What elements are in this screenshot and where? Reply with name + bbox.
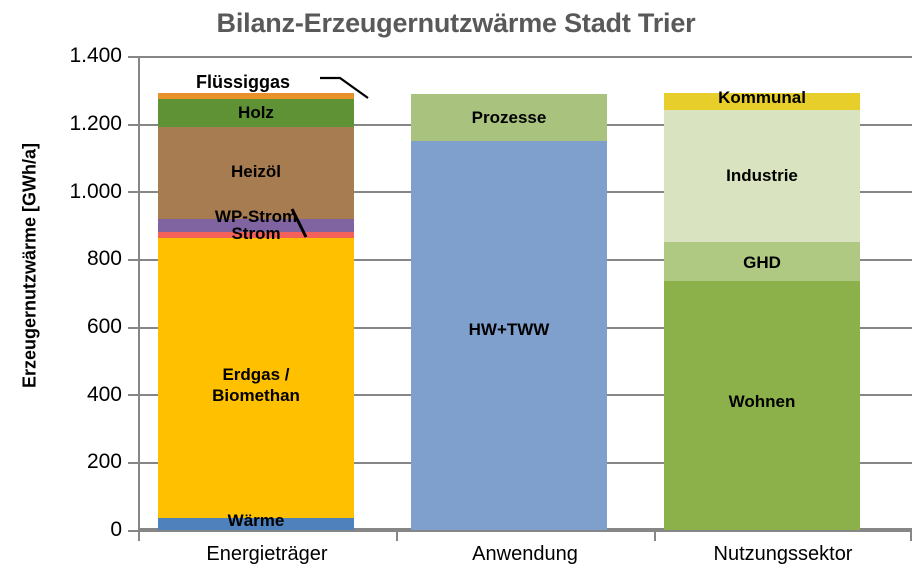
x-axis-tick-start	[138, 530, 140, 541]
segment-holz[interactable]	[158, 99, 354, 127]
y-axis-label-800: 800	[86, 247, 122, 270]
chart-title: Bilanz-Erzeugernutzwärme Stadt Trier	[216, 8, 696, 38]
y-axis-line	[138, 56, 140, 532]
segment-fluessiggas[interactable]	[158, 93, 354, 99]
gridline-1400	[138, 56, 912, 58]
x-axis-tick-end	[910, 530, 912, 541]
y-tick-1200	[128, 124, 140, 126]
segment-industrie[interactable]	[664, 110, 860, 242]
x-axis-label-nutzungssektor: Nutzungssektor	[713, 543, 853, 565]
plot-area: Wärme Erdgas / Biomethan Strom WP-Strom …	[138, 56, 912, 530]
y-tick-0	[128, 530, 140, 532]
x-axis-label-energietraeger: Energieträger	[206, 543, 328, 565]
segment-wp-strom[interactable]	[158, 219, 354, 232]
y-tick-200	[128, 462, 140, 464]
y-axis-label-1200: 1.200	[69, 112, 122, 135]
segment-strom[interactable]	[158, 232, 354, 238]
segment-ghd[interactable]	[664, 242, 860, 281]
y-tick-600	[128, 327, 140, 329]
x-axis-line	[138, 530, 912, 532]
y-tick-1000	[128, 191, 140, 193]
y-axis-label-200: 200	[86, 450, 122, 473]
bar-energietraeger[interactable]: Wärme Erdgas / Biomethan Strom WP-Strom …	[158, 56, 354, 530]
y-tick-1400	[128, 56, 140, 58]
bar-nutzungssektor[interactable]: Wohnen GHD Industrie Kommunal	[664, 56, 860, 530]
y-axis-label-0: 0	[110, 518, 122, 541]
segment-prozesse[interactable]	[411, 94, 607, 141]
y-axis-label-400: 400	[86, 383, 122, 406]
x-axis-tick-1	[396, 530, 398, 541]
x-axis-tick-2	[654, 530, 656, 541]
x-axis-label-anwendung: Anwendung	[472, 543, 578, 565]
segment-erdgas-biomethan[interactable]	[158, 238, 354, 518]
bar-anwendung[interactable]: HW+TWW Prozesse	[411, 56, 607, 530]
y-tick-800	[128, 259, 140, 261]
y-axis-label-1400: 1.400	[69, 44, 122, 67]
y-axis-label-1000: 1.000	[69, 180, 122, 203]
segment-heizoel[interactable]	[158, 127, 354, 219]
y-tick-400	[128, 394, 140, 396]
segment-wohnen[interactable]	[664, 281, 860, 530]
annotation-fluessiggas: Flüssiggas	[196, 72, 291, 92]
segment-kommunal[interactable]	[664, 93, 860, 110]
y-axis-labels: 1.400 1.200 1.000 800 600 400 200 0	[0, 0, 122, 580]
segment-waerme[interactable]	[158, 518, 354, 530]
segment-hw-tww[interactable]	[411, 141, 607, 530]
y-axis-label-600: 600	[86, 315, 122, 338]
